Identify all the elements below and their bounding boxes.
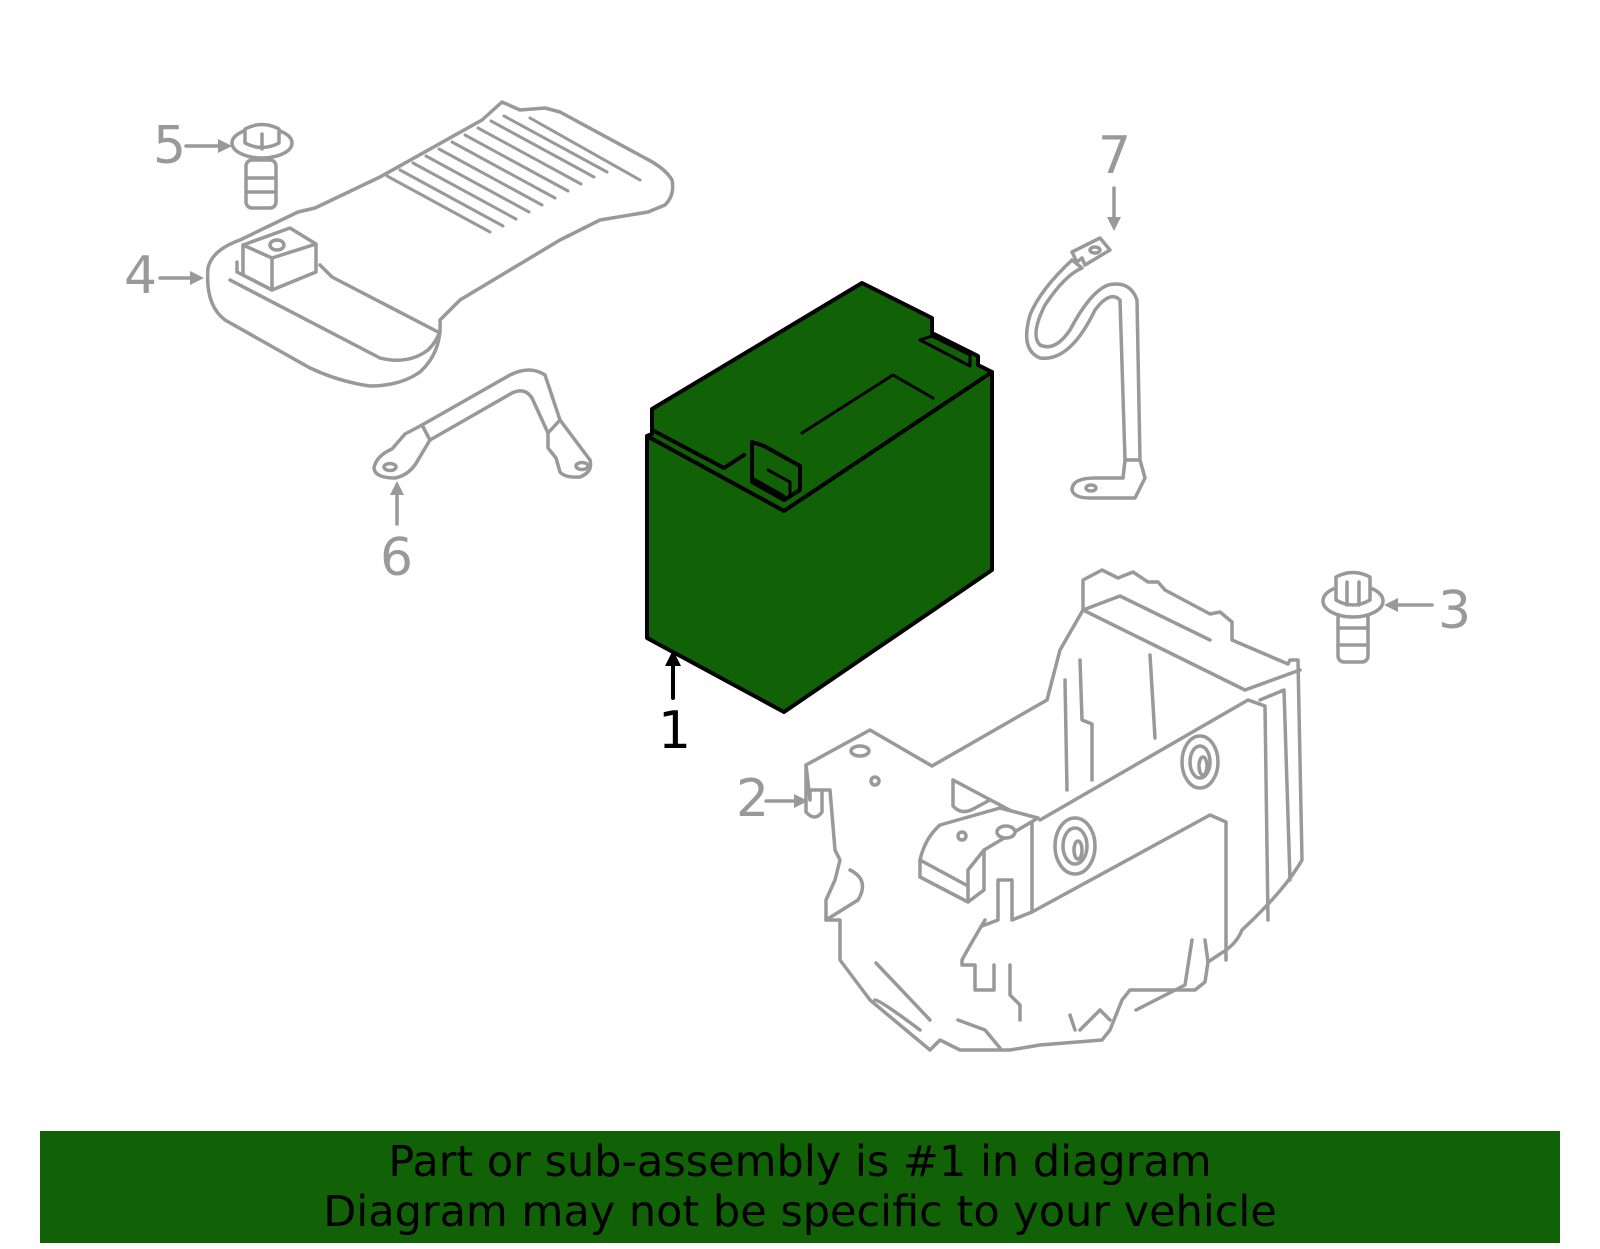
callout-label-7[interactable]: 7 <box>1098 126 1132 186</box>
callout-label-1[interactable]: 1 <box>658 701 692 761</box>
callout-arrow-1 <box>665 650 681 700</box>
positive-cable-part[interactable] <box>1024 236 1147 500</box>
callout-label-5[interactable]: 5 <box>153 116 187 176</box>
ground-cable-part[interactable] <box>372 368 593 480</box>
callout-label-2[interactable]: 2 <box>736 769 770 829</box>
clamp-bolt-part[interactable] <box>230 122 294 210</box>
callout-label-3[interactable]: 3 <box>1438 581 1472 641</box>
tray-bolt-part[interactable] <box>1321 570 1385 664</box>
banner-line-2: Diagram may not be specific to your vehi… <box>323 1187 1277 1237</box>
battery-part[interactable] <box>645 281 994 714</box>
parts-diagram <box>158 100 1434 1052</box>
info-banner: Part or sub-assembly is #1 in diagram Di… <box>40 1131 1560 1243</box>
callout-label-6[interactable]: 6 <box>380 528 414 588</box>
banner-line-1: Part or sub-assembly is #1 in diagram <box>388 1137 1212 1187</box>
battery-tray-part[interactable] <box>804 568 1304 1052</box>
hold-down-clamp-part[interactable] <box>205 100 675 388</box>
callout-arrows <box>158 139 1434 808</box>
callout-label-4[interactable]: 4 <box>124 246 158 306</box>
